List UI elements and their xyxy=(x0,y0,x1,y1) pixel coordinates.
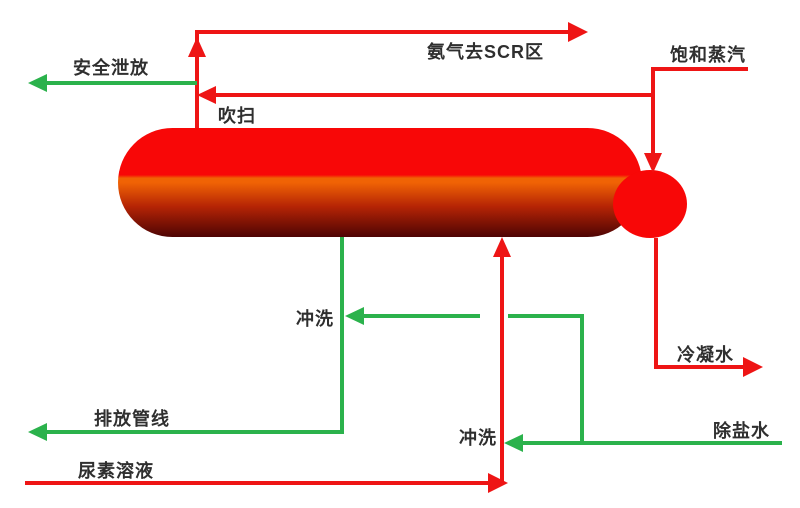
saturated-steam-line-v xyxy=(651,67,655,154)
urea-right-arrow-icon xyxy=(488,473,508,493)
flush-upper-line-b xyxy=(508,314,584,318)
urea-up-arrow-icon xyxy=(493,237,511,257)
label-ammonia-to-scr: 氨气去SCR区 xyxy=(427,42,545,62)
label-purge: 吹扫 xyxy=(218,106,256,126)
label-safety-relief: 安全泄放 xyxy=(73,58,149,78)
flush-upper-left-arrow-icon xyxy=(345,307,364,325)
steam-down-arrow-icon xyxy=(644,153,662,173)
label-flush-upper: 冲洗 xyxy=(296,309,334,329)
purge-line xyxy=(215,93,653,97)
vessel-right-head xyxy=(613,170,687,238)
safety-relief-line xyxy=(47,81,197,85)
ammonia-right-arrow-icon xyxy=(568,22,588,42)
label-demin-water: 除盐水 xyxy=(713,421,770,441)
condensate-right-arrow-icon xyxy=(743,357,763,377)
discharge-line-h xyxy=(47,430,344,434)
demin-water-line xyxy=(523,441,782,445)
purge-left-arrow-icon xyxy=(197,86,216,104)
saturated-steam-line-h xyxy=(651,67,748,71)
condensate-line-h xyxy=(654,365,743,369)
horizontal-vessel-body xyxy=(118,128,642,237)
label-urea-solution: 尿素溶液 xyxy=(78,461,154,481)
ammonia-to-scr-line xyxy=(195,30,570,34)
label-condensate: 冷凝水 xyxy=(677,345,734,365)
urea-line-h xyxy=(25,481,488,485)
label-flush-lower: 冲洗 xyxy=(459,428,497,448)
flush-upper-line-a xyxy=(364,314,480,318)
safety-relief-left-arrow-icon xyxy=(28,74,47,92)
label-saturated-steam: 饱和蒸汽 xyxy=(670,45,746,65)
label-drain-line: 排放管线 xyxy=(94,409,170,429)
vent-up-arrow-icon xyxy=(188,37,206,57)
discharge-left-arrow-icon xyxy=(28,423,47,441)
vent-riser-line xyxy=(195,31,199,128)
drain-line-v xyxy=(340,237,344,432)
flush-branch-line-v xyxy=(580,314,584,445)
condensate-line-v xyxy=(654,238,658,367)
demin-left-arrow-icon xyxy=(504,434,523,452)
urea-line-v xyxy=(500,256,504,483)
